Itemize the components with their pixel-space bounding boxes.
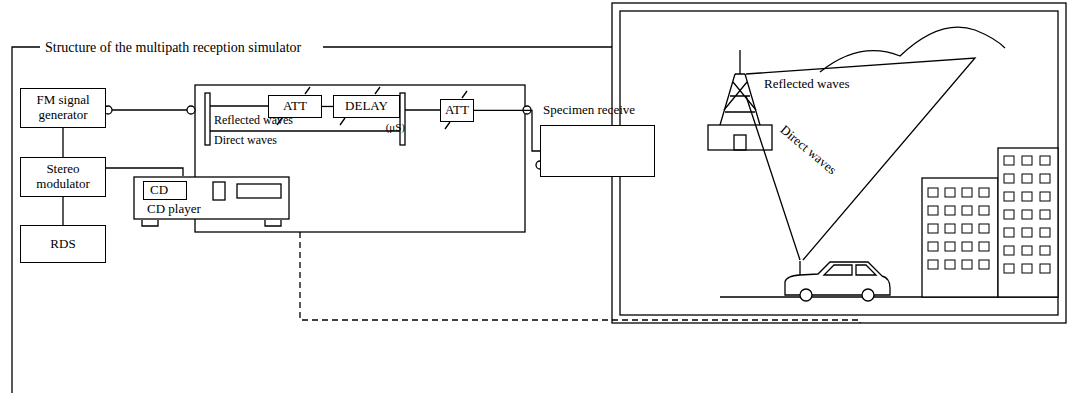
receiver-box: Specimen receive: [540, 125, 655, 177]
dashed-link: [300, 232, 860, 323]
node-label: DELAY: [345, 99, 388, 114]
diagram-title: Structure of the multipath reception sim…: [42, 40, 304, 55]
connector-line: [62, 128, 63, 157]
scene-frame: [620, 11, 1058, 315]
transmitter-tower: [708, 50, 772, 150]
wave-label: Direct waves: [777, 123, 838, 178]
direct-wave-line: [746, 96, 800, 260]
signal-generator-box: FM signal generator: [20, 88, 106, 128]
node-label: Stereo modulator: [26, 162, 100, 192]
attenuator-box: ATT: [440, 99, 474, 122]
node-label: ATT: [445, 103, 469, 118]
building: [922, 148, 1058, 297]
connector-line: [474, 110, 540, 151]
node-label: ATT: [283, 99, 307, 114]
device-label: CD: [143, 181, 187, 200]
car: [785, 261, 890, 301]
path-label: Direct waves: [214, 134, 277, 147]
stereo-modulator-box: Stereo modulator: [20, 157, 106, 197]
node-label: FM signal generator: [26, 93, 100, 123]
direct-path: [210, 130, 400, 131]
connector-line: [322, 106, 333, 107]
splitter-bar: [205, 93, 210, 145]
rds-box: RDS: [20, 225, 106, 263]
cd-player: CD CD player: [133, 176, 290, 220]
wave-label: Reflected waves: [764, 77, 850, 91]
node-label: RDS: [50, 237, 75, 252]
unit-label: (μS): [386, 121, 405, 134]
output-wire: [405, 109, 440, 110]
device-heading: Specimen receive: [543, 103, 635, 118]
connector-line: [62, 197, 63, 225]
terminal-symbol: [104, 106, 544, 169]
delay-box: DELAY(μS): [333, 95, 400, 118]
reflected-path: [210, 105, 268, 106]
frame-line: [323, 46, 612, 47]
input-wire: [112, 109, 187, 110]
player-feet: [142, 220, 281, 226]
device-caption: CD player: [147, 202, 201, 217]
combiner-bar: [400, 93, 405, 145]
hill-outline: [820, 27, 1005, 72]
connector-line: [106, 168, 183, 176]
scene-frame: [612, 3, 1066, 323]
path-label: Reflected waves: [214, 114, 293, 127]
adjust-tick: [277, 87, 467, 129]
